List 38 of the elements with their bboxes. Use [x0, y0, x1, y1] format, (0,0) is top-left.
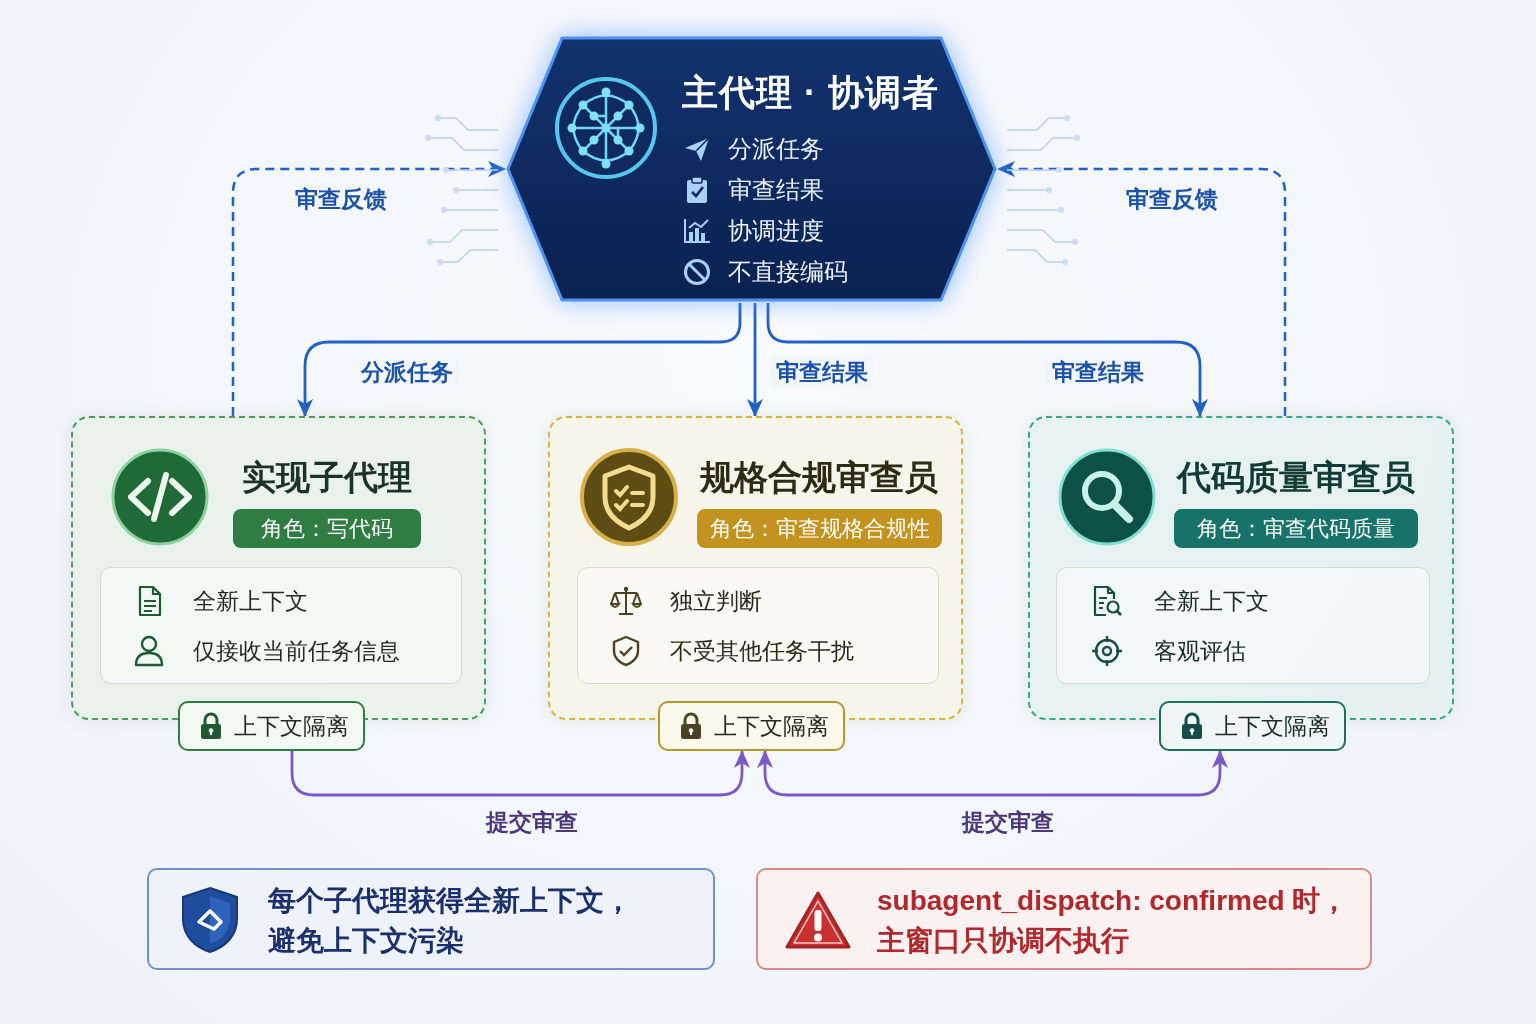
- tag-label: 上下文隔离: [1215, 712, 1330, 741]
- list-item: 仅接收当前任务信息: [193, 637, 400, 666]
- note-box: [756, 868, 1372, 970]
- edge-label: 审查结果: [771, 356, 873, 388]
- card-title: 代码质量审查员: [1177, 457, 1415, 498]
- node-title: 主代理 · 协调者: [682, 71, 939, 115]
- list-item: 审查结果: [728, 175, 824, 205]
- arrow: [766, 303, 1208, 417]
- list-item: 不受其他任务干扰: [670, 637, 854, 666]
- tag-pill: [1159, 701, 1346, 751]
- tag-label: 上下文隔离: [234, 712, 349, 741]
- tag-pill: [178, 701, 365, 751]
- note-box: [147, 868, 715, 970]
- role-badge: 角色：写代码: [233, 509, 421, 548]
- tag-label: 上下文隔离: [714, 712, 829, 741]
- list-item: 不直接编码: [728, 257, 848, 287]
- arrow: [297, 303, 742, 417]
- info-panel: [1056, 567, 1430, 684]
- list-item: 全新上下文: [1154, 587, 1269, 616]
- list-item: 独立判断: [670, 587, 762, 616]
- note-text: subagent_dispatch: confirmed 时，主窗口只协调不执行: [877, 884, 1350, 958]
- role-badge: 角色：审查代码质量: [1174, 509, 1418, 548]
- double-arrow: [757, 750, 1228, 797]
- list-item: 全新上下文: [193, 587, 308, 616]
- arrow: [290, 750, 750, 797]
- arrow: [231, 161, 506, 416]
- tag-pill: [658, 701, 845, 751]
- arrow: [747, 303, 763, 417]
- card-title: 规格合规审查员: [700, 457, 938, 498]
- role-badge: 角色：审查规格合规性: [697, 509, 942, 548]
- card-title: 实现子代理: [242, 457, 412, 498]
- arrow: [997, 161, 1287, 416]
- list-item: 协调进度: [728, 216, 824, 246]
- note-text: 每个子代理获得全新上下文，避免上下文污染: [268, 884, 633, 958]
- info-panel: [577, 567, 939, 684]
- info-panel: [100, 567, 462, 684]
- list-item: 客观评估: [1154, 637, 1246, 666]
- list-item: 分派任务: [728, 134, 824, 164]
